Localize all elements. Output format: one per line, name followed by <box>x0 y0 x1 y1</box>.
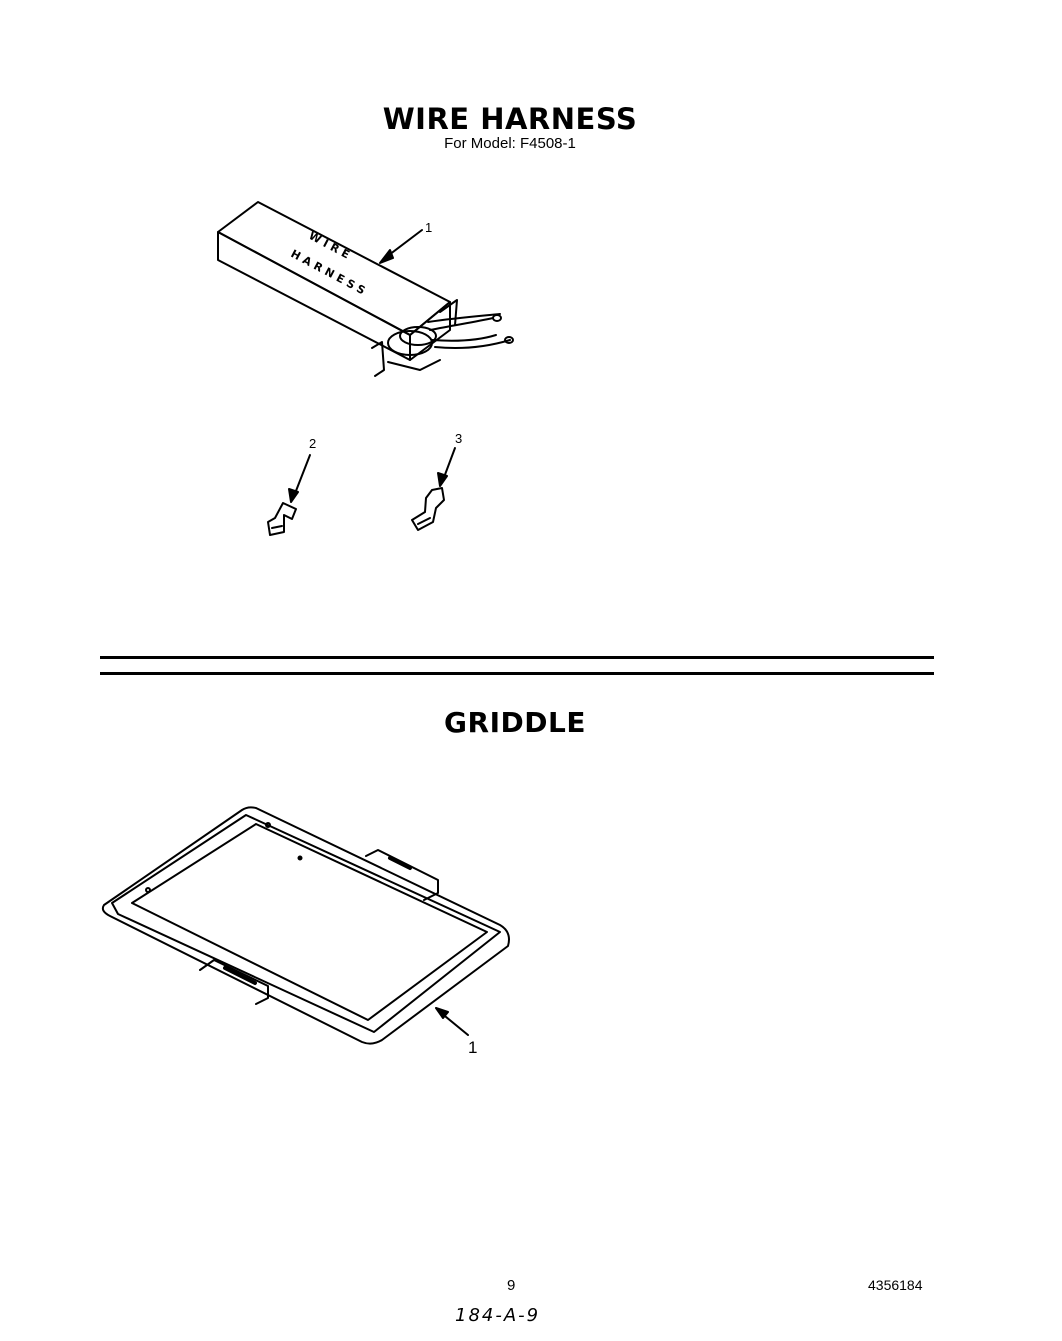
handwritten-note: 184-A-9 <box>455 1305 541 1326</box>
callout-1: 1 <box>425 220 432 235</box>
page-number: 9 <box>507 1277 516 1294</box>
wire-harness-title: WIRE HARNESS <box>382 102 638 136</box>
callout-3: 3 <box>455 431 462 446</box>
griddle-drawing <box>101 806 510 1045</box>
terminal-3-drawing <box>411 447 456 531</box>
terminal-2-drawing <box>267 454 311 536</box>
divider-rule-bottom <box>100 672 934 675</box>
griddle-title: GRIDDLE <box>444 706 586 739</box>
griddle-callout-1: 1 <box>468 1038 477 1057</box>
document-number: 4356184 <box>868 1277 923 1293</box>
model-subtitle: For Model: F4508-1 <box>444 135 576 152</box>
divider-rule-top <box>100 656 934 659</box>
wire-harness-box-drawing <box>217 201 514 377</box>
callout-2: 2 <box>309 436 316 451</box>
